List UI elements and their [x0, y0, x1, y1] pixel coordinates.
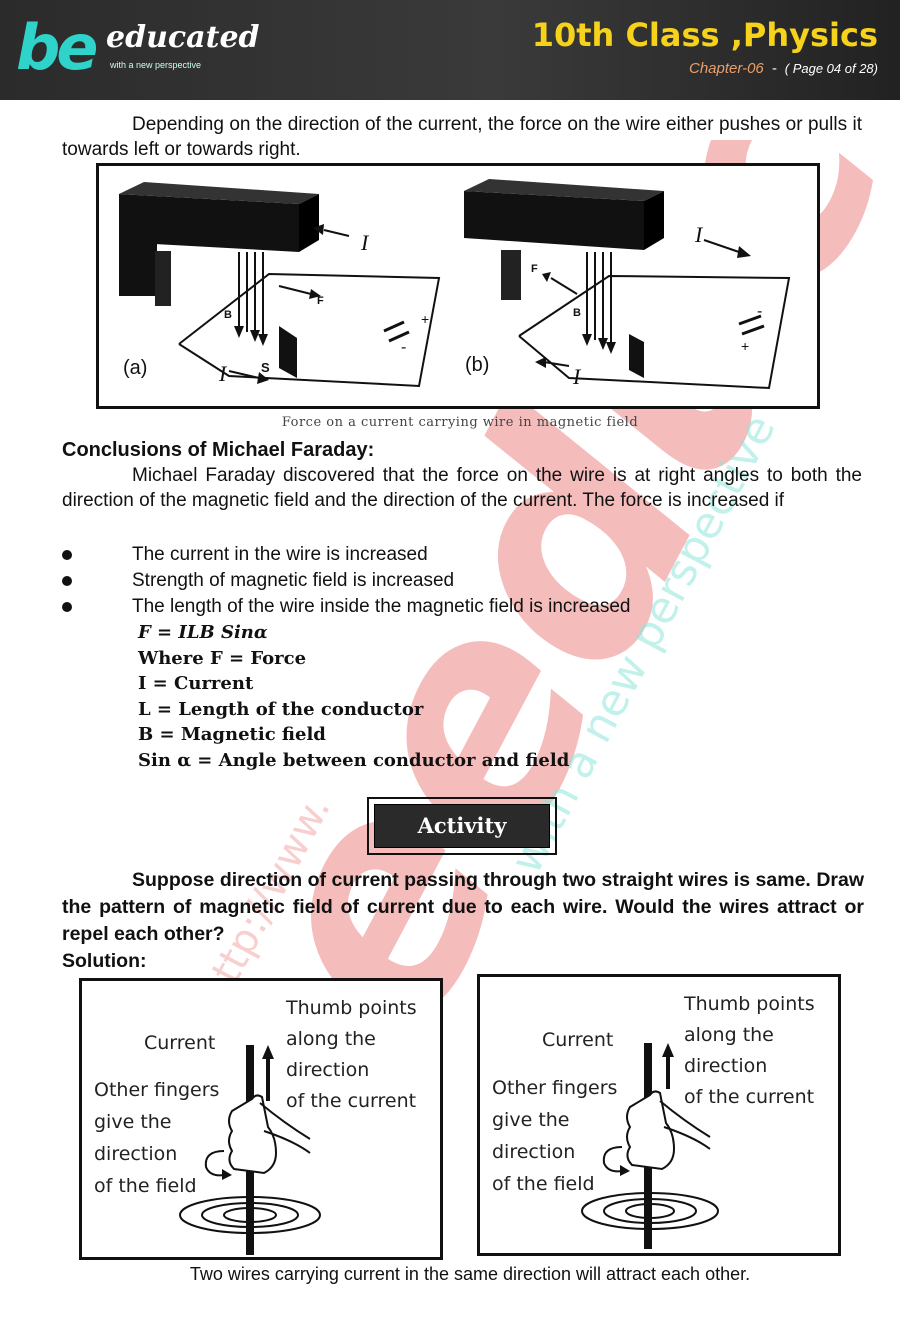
chapter-label: Chapter-06 [688, 60, 764, 77]
formula-field: B = Magnetic field [138, 724, 326, 745]
chapter-info: Chapter-06-( Page 04 of 28) [689, 60, 878, 77]
thumb-line4-left: of the current [286, 1090, 417, 1112]
page-header: be educated with a new perspective 10th … [0, 0, 900, 100]
list-item: The current in the wire is increased [62, 542, 862, 568]
logo: be educated with a new perspective [14, 8, 260, 92]
faraday-paragraph: Michael Faraday discovered that the forc… [62, 465, 862, 511]
thumb-line1-left: Thumb points [286, 997, 417, 1019]
conclusions-heading: Conclusions of Michael Faraday: [62, 439, 375, 461]
formula-block: F = ILB Sinα Where F = Force I = Current… [138, 620, 569, 773]
force-label-a: F [317, 295, 324, 307]
solution-label: Solution: [62, 950, 147, 972]
formula-current: I = Current [138, 673, 254, 694]
separator-dash: - [771, 60, 777, 77]
fingers-line3-left: direction [94, 1143, 178, 1165]
bullet-icon [62, 576, 72, 586]
minus-a: - [401, 339, 406, 356]
current-label-left: Current [144, 1032, 216, 1054]
activity-badge: Activity [367, 797, 557, 855]
activity-question: Suppose direction of current passing thr… [62, 869, 864, 945]
page-number: ( Page 04 of 28) [784, 61, 878, 76]
right-hand-rule-figure-right: Current Thumb points along the direction… [477, 974, 841, 1256]
hand-diagram-left [179, 1045, 321, 1255]
formula-main: F = ILB Sinα [138, 622, 268, 643]
formula-length: L = Length of the conductor [138, 698, 424, 720]
minus-b: - [757, 303, 762, 320]
fingers-line1-left: Other fingers [94, 1079, 220, 1101]
list-item: Strength of magnetic field is increased [62, 568, 862, 594]
label-a: (a) [123, 357, 147, 379]
current-label-right: Current [542, 1029, 614, 1051]
plus-a: + [421, 311, 429, 327]
list-item: The length of the wire inside the magnet… [62, 594, 862, 620]
conclusion-statement: Two wires carrying current in the same d… [189, 1264, 751, 1284]
right-hand-rule-figure-left: Current Thumb points along the direction… [79, 978, 443, 1260]
current-label-b1: I [572, 364, 582, 389]
current-label-a2: I [360, 230, 370, 255]
fingers-line2-right: give the [492, 1109, 570, 1131]
thumb-line3-right: direction [684, 1055, 768, 1077]
conditions-list: The current in the wire is increased Str… [62, 542, 862, 620]
logo-be: be [16, 11, 98, 84]
fingers-line4-left: of the field [94, 1175, 197, 1197]
fingers-line1-right: Other fingers [492, 1077, 618, 1099]
formula-where: Where F = Force [138, 647, 307, 669]
logo-tagline: with a new perspective [110, 60, 202, 70]
logo-text: educated [106, 20, 260, 55]
figure-force-diagram: (a) I I B F S + - [119, 179, 791, 390]
pole-label-a: S [261, 360, 270, 375]
label-b: (b) [465, 354, 489, 376]
force-label-b: F [531, 263, 538, 275]
activity-label: Activity [374, 804, 550, 848]
thumb-line3-left: direction [286, 1059, 370, 1081]
field-label-a: B [224, 309, 232, 321]
figure-caption: Force on a current carrying wire in magn… [281, 415, 639, 430]
intro-paragraph: Depending on the direction of the curren… [62, 114, 862, 160]
current-label-a1: I [218, 361, 228, 386]
current-label-b2: I [694, 222, 704, 247]
field-label-b: B [573, 307, 581, 319]
figure-force-on-wire: (a) I I B F S + - [96, 163, 820, 409]
thumb-line2-left: along the [286, 1028, 376, 1050]
fingers-line2-left: give the [94, 1111, 172, 1133]
bullet-icon [62, 602, 72, 612]
thumb-line4-right: of the current [684, 1086, 815, 1108]
panel-b: (b) I I B F + - [464, 179, 791, 390]
panel-a: (a) I I B F S + - [119, 182, 441, 388]
plus-b: + [741, 338, 749, 354]
fingers-line3-right: direction [492, 1141, 576, 1163]
bullet-icon [62, 550, 72, 560]
thumb-line1-right: Thumb points [684, 993, 815, 1015]
formula-angle: Sin α = Angle between conductor and fiel… [138, 749, 570, 771]
page-title: 10th Class ,Physics [531, 16, 878, 54]
fingers-line4-right: of the field [492, 1173, 595, 1195]
hand-diagram-right [581, 1043, 719, 1249]
thumb-line2-right: along the [684, 1024, 774, 1046]
